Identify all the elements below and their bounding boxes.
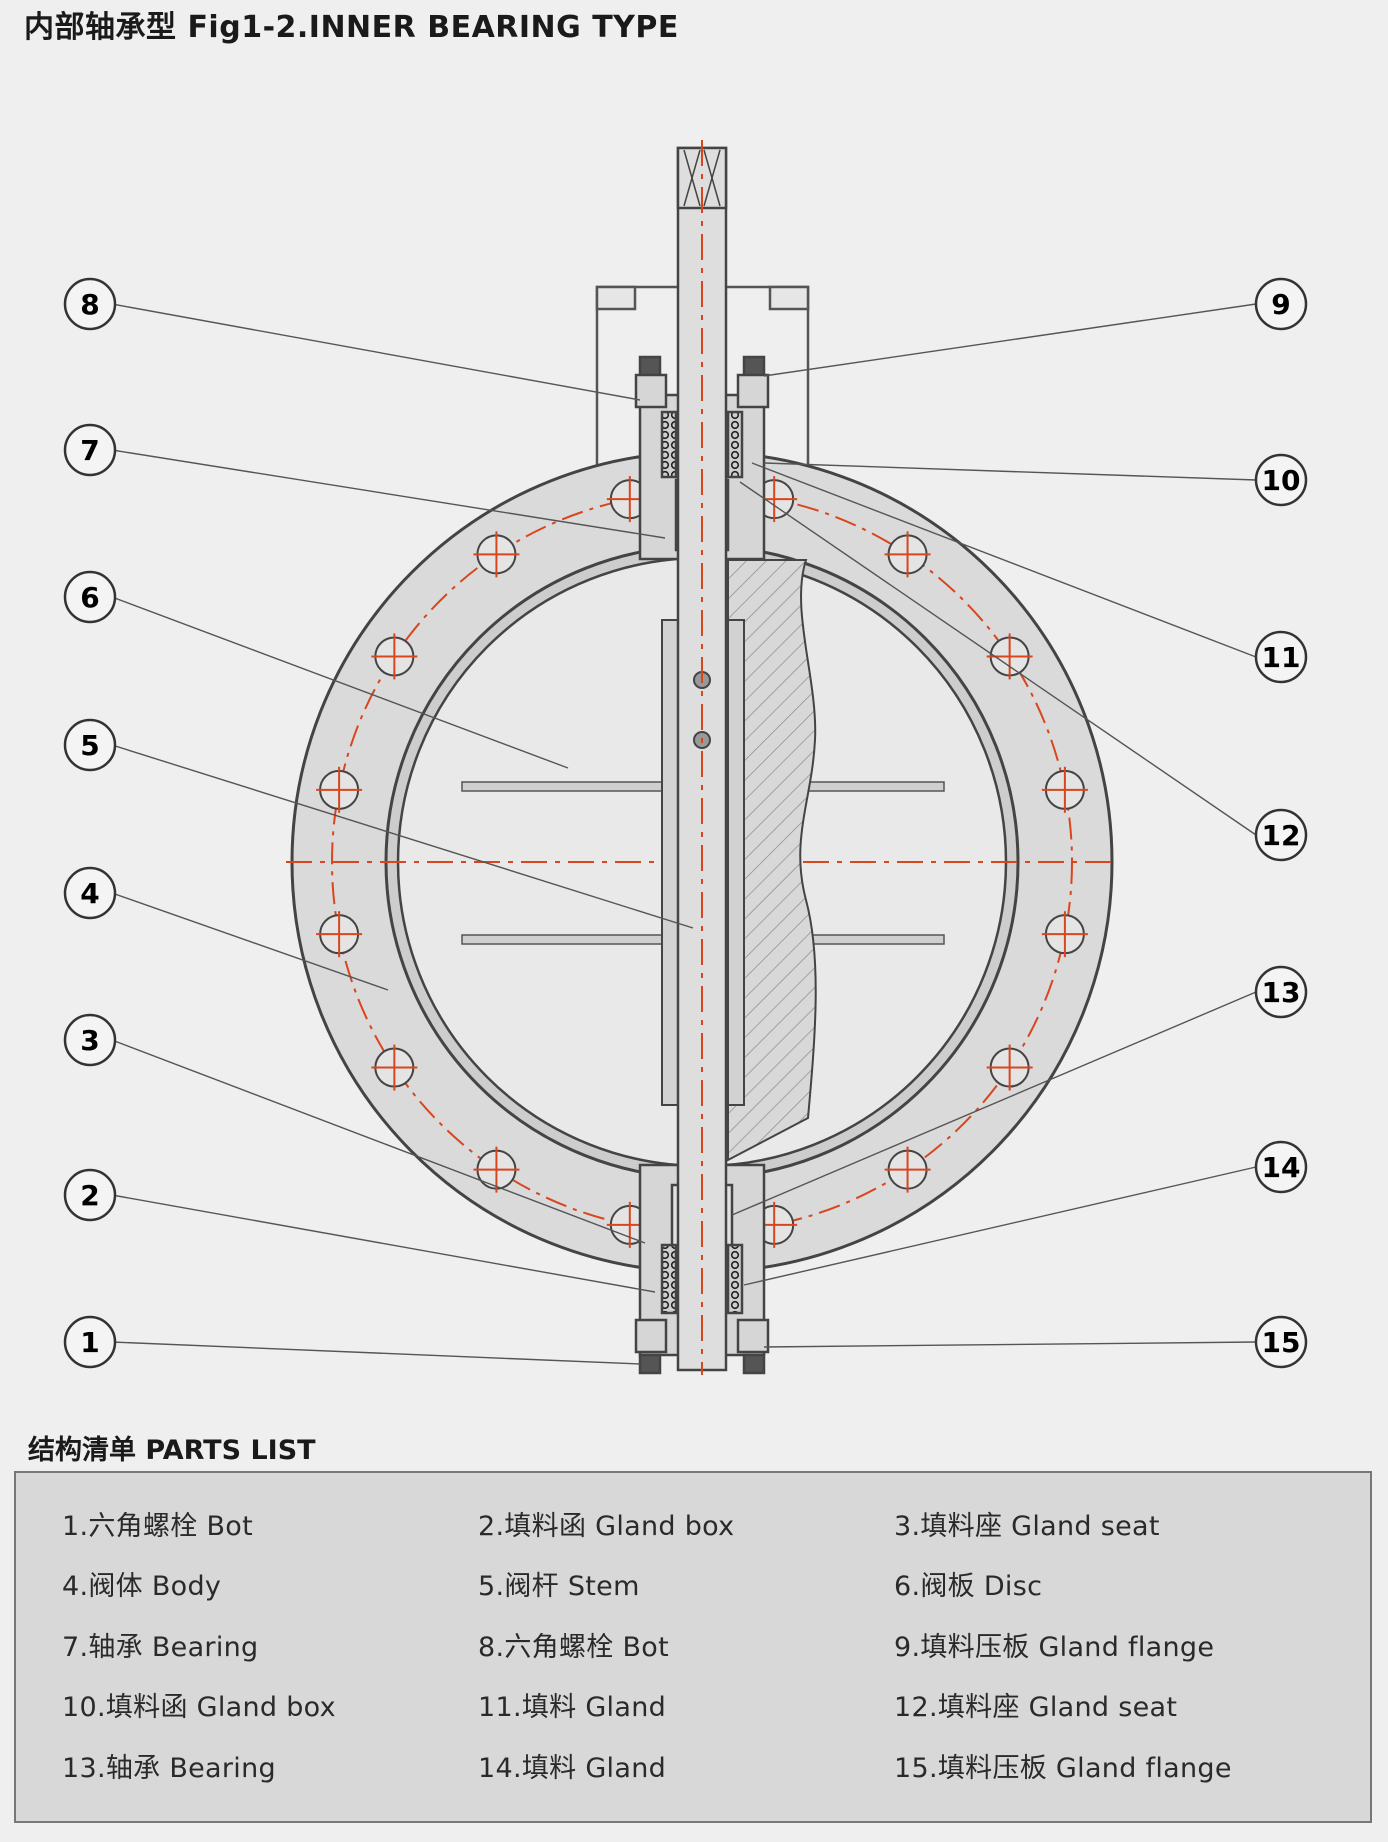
- bolt-hole: [986, 1044, 1033, 1091]
- callout-13: 13: [1254, 965, 1308, 1019]
- svg-text:7: 7: [80, 434, 99, 467]
- bolt-hole: [884, 1146, 931, 1193]
- part-item-15: 15.填料压板 Gland flange: [894, 1752, 1232, 1784]
- bolt-hole: [371, 1044, 418, 1091]
- svg-text:13: 13: [1262, 976, 1301, 1009]
- svg-text:9: 9: [1271, 288, 1290, 321]
- svg-text:1: 1: [80, 1326, 99, 1359]
- callout-4: 4: [63, 866, 117, 920]
- svg-text:14: 14: [1262, 1151, 1301, 1184]
- svg-text:8: 8: [80, 288, 99, 321]
- callout-15: 15: [1254, 1315, 1308, 1369]
- callout-1: 1: [63, 1315, 117, 1369]
- bolt-hole: [371, 633, 418, 680]
- disc-cutaway: [727, 559, 817, 1162]
- figure-title: 内部轴承型 Fig1-2.INNER BEARING TYPE: [24, 10, 679, 45]
- callout-5: 5: [63, 718, 117, 772]
- part-item-4: 4.阀体 Body: [62, 1571, 222, 1603]
- part-item-3: 3.填料座 Gland seat: [894, 1510, 1160, 1542]
- bolt-hole: [473, 1146, 520, 1193]
- svg-text:6: 6: [80, 581, 99, 614]
- callouts: 8 7 6 5 4 3 2 1 9 10 11 12 13 14 15: [63, 277, 1308, 1369]
- parts-list-heading: 结构清单 PARTS LIST: [28, 1435, 316, 1466]
- callout-14: 14: [1254, 1140, 1308, 1194]
- valve-cross-section-diagram: 8 7 6 5 4 3 2 1 9 10 11 12 13 14 15: [63, 140, 1308, 1375]
- callout-6: 6: [63, 570, 117, 624]
- part-item-7: 7.轴承 Bearing: [62, 1631, 259, 1663]
- svg-text:11: 11: [1262, 641, 1301, 674]
- part-item-13: 13.轴承 Bearing: [62, 1752, 276, 1784]
- part-item-5: 5.阀杆 Stem: [478, 1571, 640, 1603]
- bolt-hole: [884, 531, 931, 578]
- part-item-14: 14.填料 Gland: [478, 1752, 667, 1784]
- callout-8: 8: [63, 277, 117, 331]
- callout-10: 10: [1254, 453, 1308, 507]
- parts-list-box: 1.六角螺栓 Bot 2.填料函 Gland box 3.填料座 Gland s…: [14, 1471, 1372, 1823]
- svg-text:4: 4: [80, 877, 99, 910]
- part-item-10: 10.填料函 Gland box: [62, 1692, 336, 1724]
- bolt-hole: [473, 531, 520, 578]
- part-item-11: 11.填料 Gland: [478, 1692, 667, 1724]
- part-item-9: 9.填料压板 Gland flange: [894, 1631, 1215, 1663]
- svg-text:3: 3: [80, 1024, 99, 1057]
- callout-11: 11: [1254, 630, 1308, 684]
- svg-text:10: 10: [1262, 464, 1301, 497]
- svg-text:12: 12: [1262, 819, 1301, 852]
- bolt-hole: [316, 766, 363, 813]
- part-item-1: 1.六角螺栓 Bot: [62, 1510, 253, 1542]
- bolt-hole: [1041, 911, 1088, 958]
- part-item-8: 8.六角螺栓 Bot: [478, 1631, 669, 1663]
- part-item-12: 12.填料座 Gland seat: [894, 1692, 1178, 1724]
- part-item-2: 2.填料函 Gland box: [478, 1510, 735, 1542]
- part-item-6: 6.阀板 Disc: [894, 1571, 1043, 1603]
- callout-7: 7: [63, 423, 117, 477]
- bolt-hole: [316, 911, 363, 958]
- callout-9: 9: [1254, 277, 1308, 331]
- svg-text:15: 15: [1262, 1326, 1301, 1359]
- svg-text:5: 5: [80, 729, 99, 762]
- bolt-hole: [1041, 766, 1088, 813]
- callout-3: 3: [63, 1013, 117, 1067]
- callout-2: 2: [63, 1168, 117, 1222]
- svg-text:2: 2: [80, 1179, 99, 1212]
- callout-12: 12: [1254, 808, 1308, 862]
- leader-lines: [111, 303, 1257, 1365]
- parts-list-grid: 1.六角螺栓 Bot 2.填料函 Gland box 3.填料座 Gland s…: [62, 1493, 1360, 1796]
